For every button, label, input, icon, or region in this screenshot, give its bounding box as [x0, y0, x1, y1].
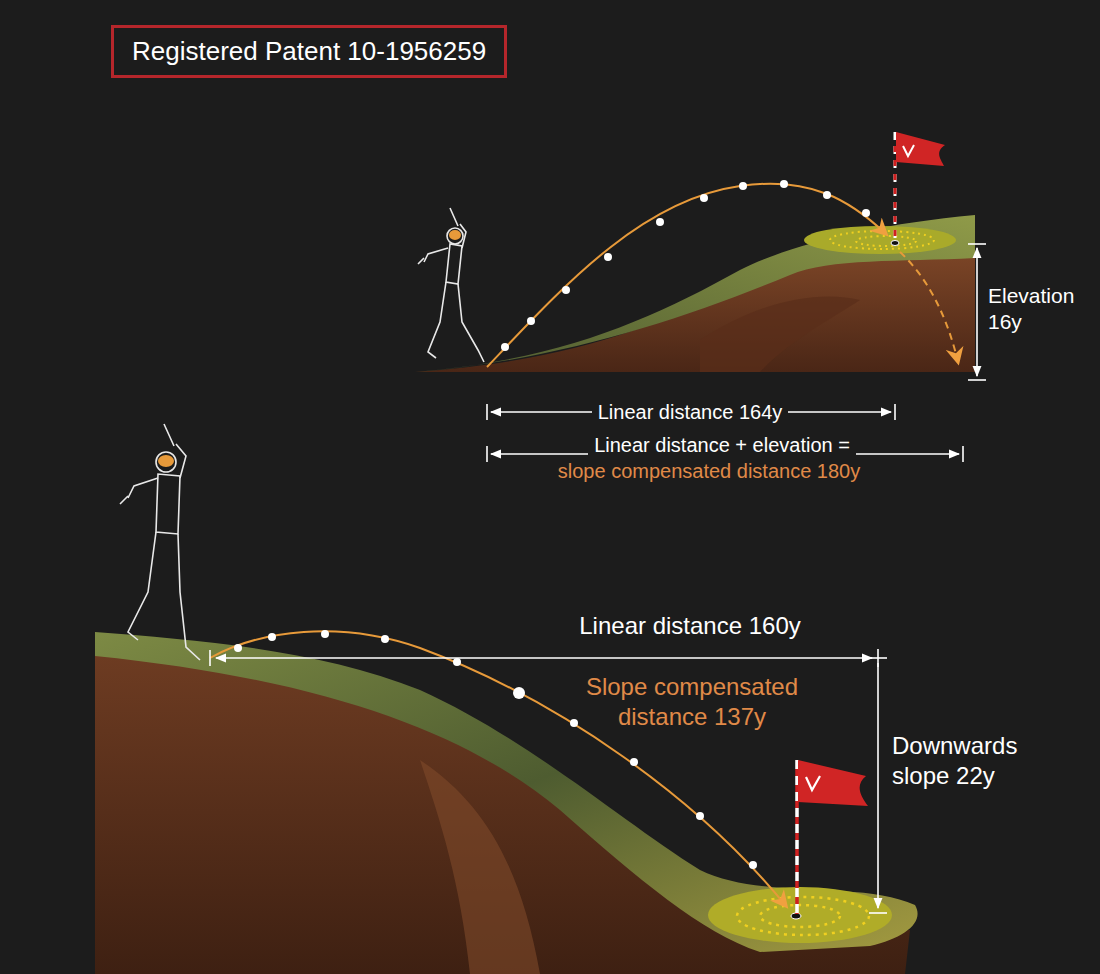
golfer-arms: [128, 444, 186, 498]
upper-hill: [415, 215, 975, 372]
elevation-label: Elevation 16y: [988, 283, 1092, 336]
ball-dot: [268, 633, 276, 641]
golfer-body: [156, 474, 180, 534]
dimension-tick: [869, 912, 887, 914]
ball-dot: [656, 218, 664, 226]
dimension-tick: [968, 243, 986, 245]
hill-shadow: [420, 760, 540, 974]
dimension-tick: [962, 446, 964, 462]
golf-club: [120, 424, 174, 504]
green-ring: [856, 236, 916, 246]
linear-dimension: [216, 657, 872, 659]
ball-dot: [749, 861, 757, 869]
golfer-cap: [158, 455, 174, 467]
ball-trajectory: [210, 630, 786, 906]
flag: [895, 132, 945, 243]
ball-dot: [321, 630, 329, 638]
putting-green: [804, 226, 956, 254]
dimension-label: Linear distance 164y: [592, 400, 789, 425]
elevation-dimension: [976, 248, 978, 376]
golfer-legs: [428, 282, 484, 362]
slope-label: Downwards slope 22y: [892, 731, 1042, 791]
ball-dot: [862, 209, 870, 217]
ball-dot: [501, 343, 509, 351]
ball-dots: [234, 630, 757, 869]
ball-dot: [513, 687, 525, 699]
golfer-body: [446, 244, 462, 284]
dimension-lines: [210, 649, 887, 913]
hill-shadow: [700, 296, 860, 372]
dimension-tick: [486, 404, 488, 420]
flag-logo: [903, 145, 914, 156]
ball-dot: [453, 658, 461, 666]
slope-dimension: [877, 663, 879, 908]
ball-dot: [630, 758, 638, 766]
golfer-arms: [424, 224, 466, 262]
ball-dot: [570, 719, 578, 727]
green-ring: [830, 231, 934, 249]
ball-dot: [604, 253, 612, 261]
lower-hill: [95, 632, 918, 974]
green-ring: [760, 905, 840, 927]
hill-soil: [95, 650, 910, 974]
ball-dot: [562, 286, 570, 294]
dimension-lines: [487, 244, 986, 462]
hill-grass: [415, 215, 975, 372]
compensated-label: Slope compensated distance 137y: [574, 672, 810, 732]
dimension-tick: [209, 650, 211, 666]
ball-dots: [501, 180, 870, 351]
putting-green: [708, 887, 892, 943]
ball-dot: [823, 191, 831, 199]
flag-cloth: [896, 132, 945, 166]
golfer: [418, 208, 484, 362]
dimension-label: Linear distance + elevation =: [588, 433, 856, 458]
golfer-head: [156, 452, 176, 472]
golfer-head: [447, 228, 463, 244]
flag: [797, 760, 868, 914]
golfer-cap: [449, 230, 461, 240]
ball-dot: [696, 812, 704, 820]
patent-box: Registered Patent 10-1956259: [111, 25, 507, 78]
ball-dot: [234, 644, 242, 652]
green-ring: [737, 897, 869, 935]
trajectory-line: [210, 631, 786, 906]
ball-dot: [739, 182, 747, 190]
compensated-label: slope compensated distance 180y: [552, 459, 866, 484]
ball-dot: [700, 194, 708, 202]
ball-trajectory: [487, 180, 958, 367]
golfer-legs: [128, 532, 200, 660]
dimension-tick: [894, 404, 896, 420]
ball-dot: [780, 180, 788, 188]
ball-dot: [527, 317, 535, 325]
golfer: [120, 424, 200, 660]
overshoot-line: [900, 252, 958, 362]
hill-grass: [95, 632, 918, 952]
ball-dot: [381, 635, 389, 643]
flag-logo: [806, 776, 820, 790]
patent-text: Registered Patent 10-1956259: [132, 36, 486, 67]
trajectory-line: [487, 184, 886, 367]
dimension-label: Linear distance 160y: [579, 611, 800, 641]
dimension-tick: [486, 446, 488, 462]
dimension-tick: [968, 379, 986, 381]
flag-cloth: [798, 760, 868, 806]
